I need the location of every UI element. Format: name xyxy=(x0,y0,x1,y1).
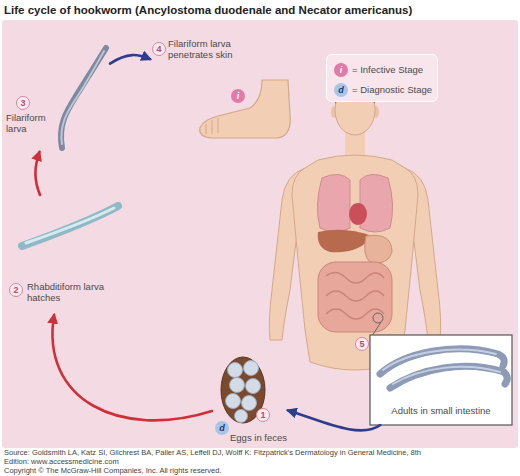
callout-number: 2 xyxy=(9,283,23,297)
larva-highlight xyxy=(61,51,104,144)
stage-group: 2 Rhabditiform larva hatches xyxy=(6,195,122,315)
adult-worm xyxy=(390,366,507,388)
egg-cell xyxy=(230,378,245,393)
stage-badge-letter: d xyxy=(334,83,348,97)
stage-caption: Filariform larva penetrates skin xyxy=(168,38,260,60)
stage-caption: Eggs in feces xyxy=(230,432,290,443)
lung xyxy=(360,174,393,232)
stage-badge-letter: i xyxy=(334,63,348,77)
legend-box: i = Infective Stage d = Diagnostic Stage xyxy=(326,54,438,102)
callout-number: 3 xyxy=(16,96,30,110)
liver xyxy=(318,230,372,252)
stage-caption: Rhabditiform larva hatches xyxy=(27,281,119,303)
lung xyxy=(317,174,350,232)
stage-badge: i xyxy=(231,89,245,103)
callout-number: 4 xyxy=(152,42,166,56)
stage-group: 4Filariform larva penetrates skin xyxy=(150,36,292,142)
toes xyxy=(206,118,218,134)
egg-cell xyxy=(226,394,241,409)
cycle-arrow xyxy=(52,315,212,420)
legend-text: = Diagnostic Stage xyxy=(352,83,432,97)
inset-box: 5Adults in small intestine xyxy=(370,335,512,425)
stage-caption: Adults in small intestine xyxy=(374,405,508,416)
intestine-coil xyxy=(326,272,384,319)
background-panel xyxy=(2,20,518,448)
legend-text: = Infective Stage xyxy=(352,63,423,77)
stage-group: 3Filariform larva xyxy=(6,42,110,152)
egg-cell xyxy=(235,410,248,423)
foot xyxy=(200,80,291,138)
heart xyxy=(349,203,367,225)
callout-number: 5 xyxy=(355,337,369,351)
cycle-arrow xyxy=(35,152,40,195)
inset-frame xyxy=(370,335,512,425)
copyright-note: Copyright © The McGraw-Hill Companies, I… xyxy=(4,466,222,475)
legend-swatch: d xyxy=(334,83,348,97)
source-note: Source: Goldsmith LA, Katz SI, Gilchrest… xyxy=(4,449,444,466)
larva-highlight xyxy=(26,208,114,243)
intestine xyxy=(318,262,392,332)
cycle-arrow xyxy=(288,410,380,430)
egg-cell xyxy=(244,361,259,376)
rhabditiform-larva xyxy=(22,206,118,246)
egg-cell xyxy=(228,363,243,378)
diagram-title: Life cycle of hookworm (Ancylostoma duod… xyxy=(4,3,412,17)
connector-layer xyxy=(35,55,380,430)
egg-cell xyxy=(242,396,257,411)
stage-caption: Filariform larva xyxy=(6,112,60,134)
zoom-line xyxy=(372,322,381,336)
stage-badge: d xyxy=(215,421,229,435)
filariform-larva xyxy=(61,48,106,148)
callout-number: 1 xyxy=(256,408,270,422)
stomach xyxy=(365,235,392,263)
cycle-arrow xyxy=(110,55,150,64)
zoom-marker xyxy=(373,313,383,323)
egg-cell xyxy=(246,379,261,394)
legend-swatch: i xyxy=(334,63,348,77)
worm-highlight xyxy=(393,367,500,384)
